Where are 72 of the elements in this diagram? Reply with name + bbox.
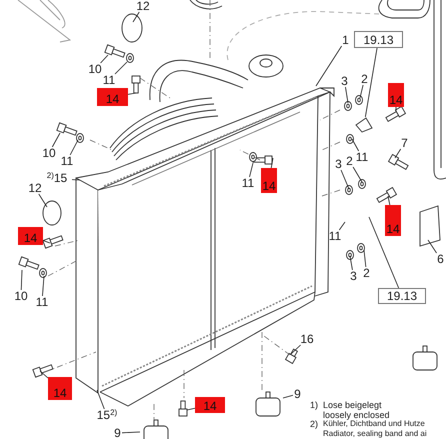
callout-number: 1	[341, 34, 350, 46]
callout-number: 10	[88, 63, 102, 75]
leader-line	[42, 240, 50, 244]
leader-line	[20, 270, 22, 290]
callout-number-tag: 14	[97, 88, 128, 106]
callout-number: 11	[60, 155, 74, 167]
callout-number-tag: 14	[261, 168, 277, 193]
callout-number: 2	[345, 155, 354, 167]
leader-line	[114, 62, 128, 74]
leader-line	[282, 394, 294, 398]
leader-line	[340, 170, 350, 190]
leader-line	[388, 196, 390, 206]
leader-line	[360, 84, 364, 98]
leader-line	[316, 46, 342, 86]
leader-line	[352, 166, 362, 182]
leader-line	[128, 92, 136, 95]
leader-line	[290, 344, 301, 354]
leader-line	[368, 216, 400, 288]
callout-number: 11	[35, 296, 49, 308]
leader-line	[428, 240, 437, 254]
callout-number: 3	[349, 270, 358, 282]
callout-number: 2	[362, 267, 371, 279]
callout-number: 11	[355, 151, 369, 163]
leader-line	[350, 256, 353, 270]
leader-line	[364, 250, 366, 268]
leader-line	[338, 222, 346, 230]
note-text: Kühler, Dichtband und Hutze Radiator, sealing band and ai	[323, 419, 428, 439]
leader-line	[345, 86, 348, 104]
callout-number: 9	[113, 427, 122, 439]
leader-line	[96, 390, 105, 410]
callout-number: $^{2)}$15	[42, 172, 72, 186]
leader-line	[100, 54, 108, 64]
callout-number: 2	[360, 73, 369, 85]
callout-number: 15$^{2)}$	[91, 409, 123, 423]
reference-box: 19.13	[354, 31, 403, 48]
leader-line	[270, 158, 274, 168]
callout-number: 10	[42, 147, 56, 159]
leader-line	[394, 148, 402, 158]
callout-number: 11	[241, 177, 255, 189]
callout-number: 12	[136, 0, 150, 12]
callout-number-tag: 14	[48, 377, 72, 400]
callout-number: 11	[102, 74, 116, 86]
callout-number-tag: 14	[195, 397, 225, 413]
callout-number: 11	[328, 230, 342, 242]
callout-number: 7	[400, 137, 409, 149]
callout-number-tag: 14	[18, 227, 43, 245]
leader-line	[364, 48, 378, 118]
reference-box: 19.13	[378, 288, 426, 304]
callout-number: 12	[28, 182, 42, 194]
callout-number: 9	[293, 388, 302, 400]
callout-number: 10	[14, 290, 28, 302]
note-text: Lose beigelegt loosely enclosed	[323, 400, 391, 420]
leader-line	[186, 408, 196, 410]
leader-line	[70, 140, 78, 156]
leader-line	[122, 432, 140, 434]
bracket-part	[355, 117, 373, 133]
note-marker: 2)	[310, 419, 318, 429]
callout-number-tag: 14	[385, 205, 401, 236]
leader-line	[38, 194, 48, 208]
callout-number: 3	[340, 75, 349, 87]
leader-line	[72, 179, 80, 180]
leader-line	[249, 162, 254, 178]
callout-number: 3	[334, 158, 343, 170]
note-marker: 1)	[310, 400, 318, 410]
leader-line	[40, 370, 48, 378]
leader-line	[132, 12, 140, 22]
leader-line	[352, 138, 360, 152]
callout-number-tag: 14	[388, 83, 404, 107]
callout-number: 6	[436, 253, 445, 265]
leader-line	[42, 276, 44, 296]
leader-line	[52, 132, 60, 148]
callout-number: 16	[300, 333, 314, 345]
